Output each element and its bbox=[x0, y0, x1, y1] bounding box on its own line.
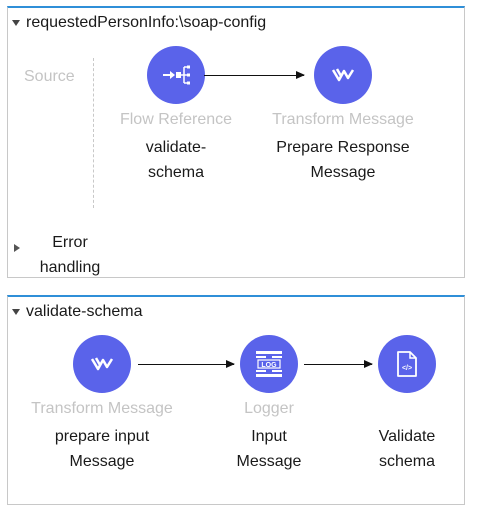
source-divider bbox=[93, 58, 94, 208]
component-label: Prepare Response Message bbox=[258, 135, 428, 185]
error-handling-line: handling bbox=[39, 259, 101, 276]
component-label-line: Prepare Response bbox=[276, 139, 410, 156]
flow-arrow bbox=[304, 360, 373, 368]
component-label-line: Message bbox=[69, 453, 135, 470]
flow-validate-schema[interactable]: validate-schema Transform Message prepar… bbox=[7, 295, 465, 505]
component-type-label bbox=[322, 400, 488, 418]
component-label: prepare input Message bbox=[17, 424, 187, 474]
flow-arrow bbox=[138, 360, 235, 368]
error-handling-line: Error bbox=[52, 234, 88, 251]
flow-requested-person-info[interactable]: requestedPersonInfo:\soap-config Source … bbox=[7, 6, 465, 278]
logger-icon[interactable]: LOG bbox=[240, 335, 298, 393]
error-handling-label: Error handling bbox=[30, 230, 110, 280]
validate-schema-component[interactable]: </> Validate schema bbox=[322, 335, 488, 474]
component-label: validate- schema bbox=[91, 135, 261, 185]
logger-icon-text: LOG bbox=[261, 362, 277, 369]
component-label-line: validate- bbox=[145, 139, 207, 156]
validate-schema-icon-text: </> bbox=[402, 365, 412, 372]
component-label-line: Input bbox=[251, 428, 287, 445]
expand-triangle-icon[interactable] bbox=[14, 244, 20, 252]
component-type-label: Logger bbox=[244, 400, 294, 417]
component-type-label: Transform Message bbox=[272, 111, 414, 128]
component-label: Input Message bbox=[184, 424, 354, 474]
flow-header[interactable]: validate-schema bbox=[12, 302, 143, 322]
flow-title: requestedPersonInfo:\soap-config bbox=[26, 14, 267, 31]
logger-component[interactable]: LOG Logger Input Message bbox=[184, 335, 354, 474]
component-label-line: prepare input bbox=[54, 428, 150, 445]
component-label: Validate schema bbox=[322, 424, 488, 474]
collapse-triangle-icon[interactable] bbox=[12, 20, 20, 26]
component-label-line: schema bbox=[147, 164, 205, 181]
transform-message-icon[interactable] bbox=[314, 46, 372, 104]
component-label-line: schema bbox=[378, 453, 436, 470]
flow-arrow bbox=[204, 71, 305, 79]
error-handling[interactable]: Error handling bbox=[14, 230, 110, 280]
component-label-line: Validate bbox=[378, 428, 436, 445]
source-label: Source bbox=[24, 68, 75, 85]
flow-header[interactable]: requestedPersonInfo:\soap-config bbox=[12, 13, 266, 33]
flow-reference-icon[interactable] bbox=[147, 46, 205, 104]
component-type-label: Flow Reference bbox=[119, 111, 233, 128]
transform-message-component[interactable]: Transform Message Prepare Response Messa… bbox=[258, 46, 428, 185]
flow-reference-component[interactable]: Flow Reference validate- schema bbox=[91, 46, 261, 185]
component-label-line: Message bbox=[236, 453, 302, 470]
component-type-label: Transform Message bbox=[31, 400, 173, 417]
transform-message-icon[interactable] bbox=[73, 335, 131, 393]
flow-title: validate-schema bbox=[26, 303, 143, 320]
collapse-triangle-icon[interactable] bbox=[12, 309, 20, 315]
transform-message-component[interactable]: Transform Message prepare input Message bbox=[17, 335, 187, 474]
component-label-line: Message bbox=[310, 164, 376, 181]
validate-schema-icon[interactable]: </> bbox=[378, 335, 436, 393]
